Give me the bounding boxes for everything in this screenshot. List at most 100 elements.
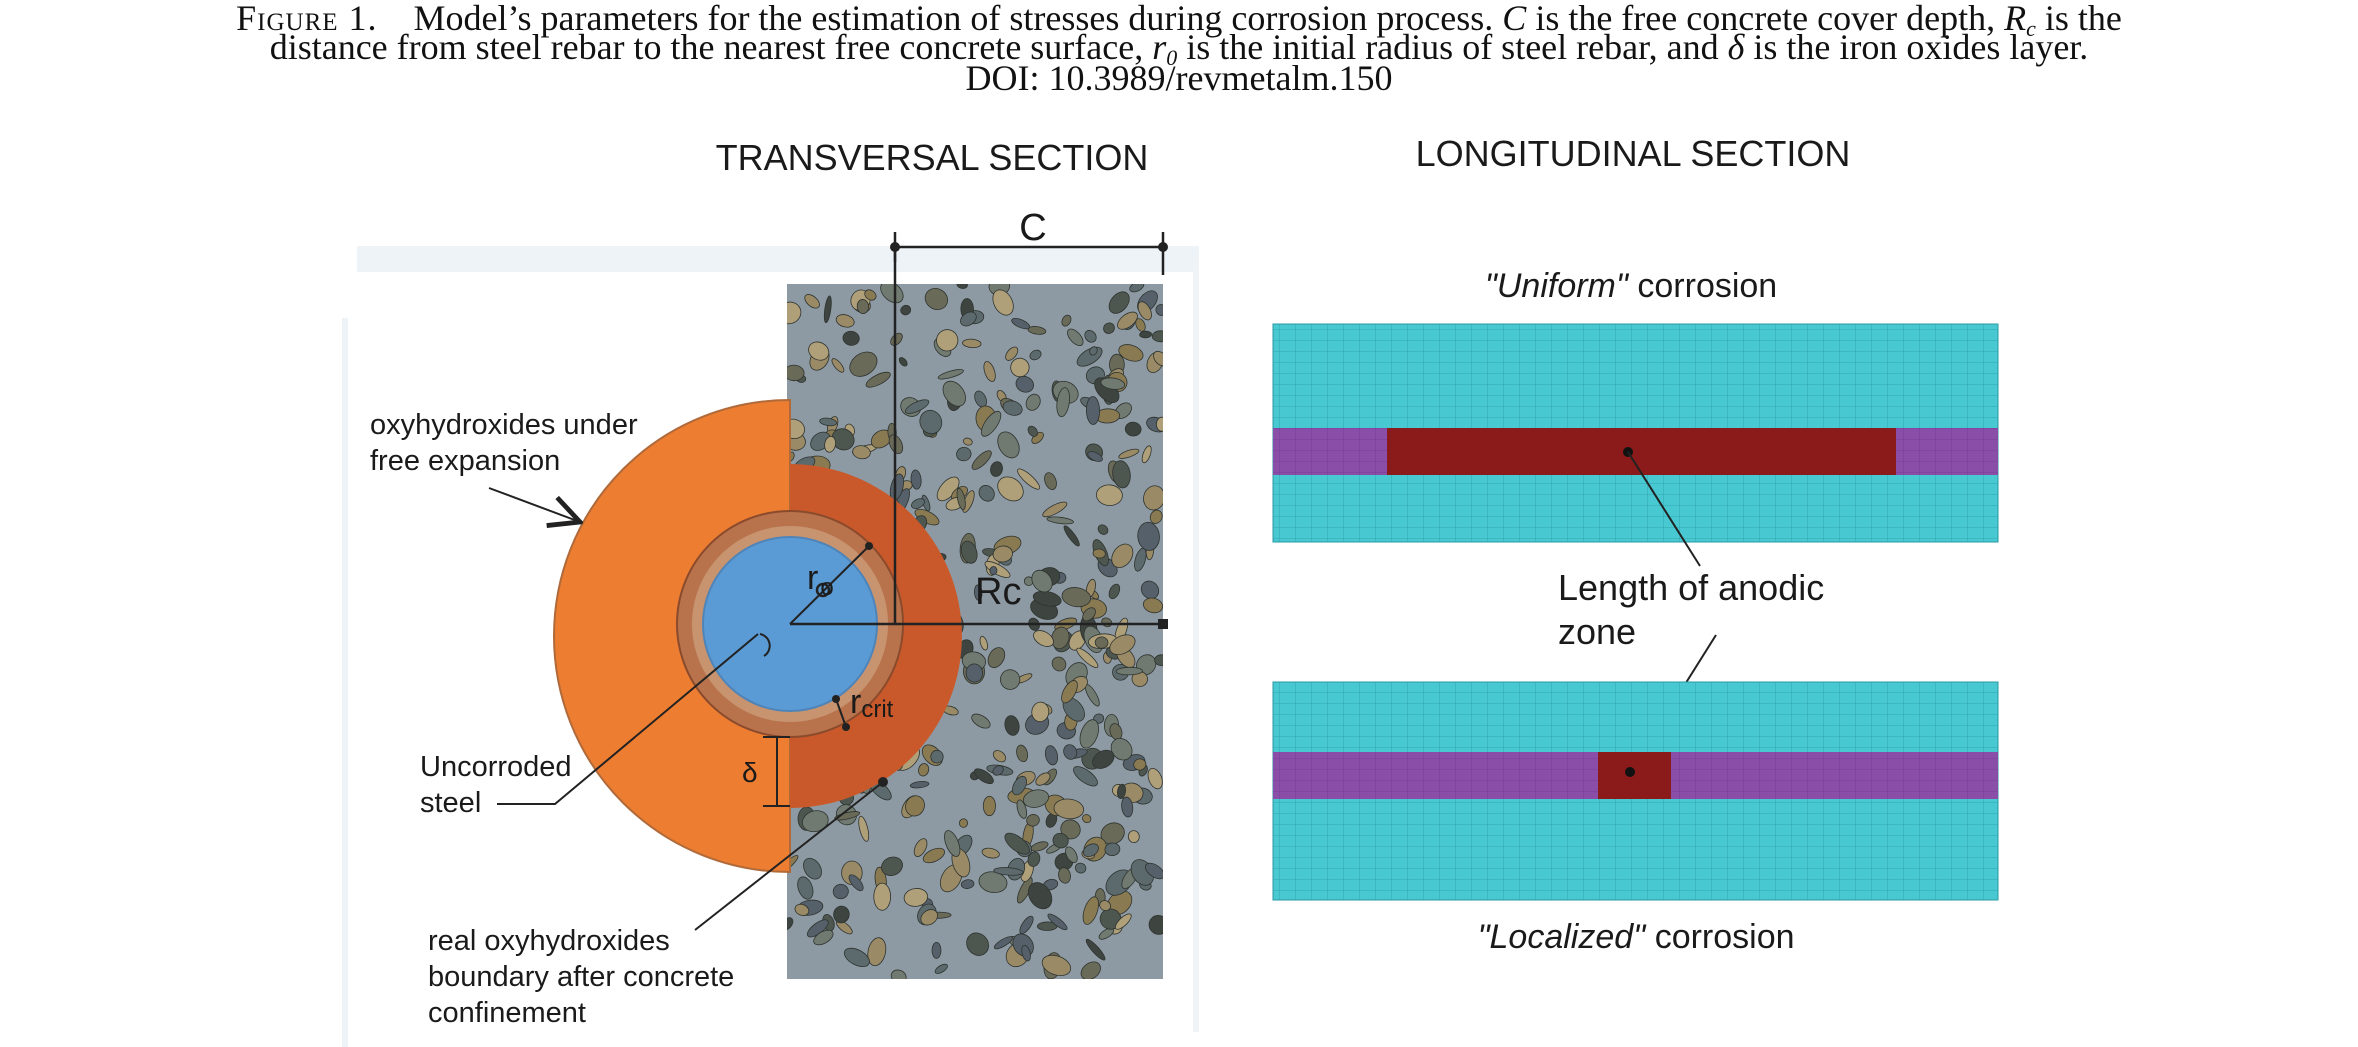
aggregate-stone (1002, 400, 1023, 416)
real-boundary-dot (878, 777, 888, 787)
longitudinal-section-title: LONGITUDINAL SECTION (1416, 133, 1851, 174)
aggregate-stone (920, 909, 938, 926)
label-rcrit-main: r (850, 683, 861, 721)
aggregate-stone (1027, 882, 1053, 910)
aggregate-stone (1016, 744, 1029, 763)
aggregate-stone (848, 874, 864, 892)
r0-radius-line (789, 545, 870, 625)
aggregate-stone (824, 435, 836, 453)
label-c: C (1019, 207, 1046, 249)
aggregate-stone (987, 647, 1006, 669)
aggregate-stone (965, 663, 984, 683)
r0-origin (815, 582, 831, 598)
aggregate-stone (1031, 569, 1053, 593)
aggregate-stone (808, 341, 830, 361)
aggregate-stone (787, 364, 805, 382)
aggregate-stone (1005, 346, 1019, 361)
aggregate-stone (989, 566, 998, 576)
label-rcrit: rcrit (850, 683, 894, 723)
aggregate-stone (787, 917, 794, 931)
aggregate-stone (993, 936, 1013, 950)
aggregate-stone (904, 399, 930, 414)
aggregate-stone (992, 545, 1013, 563)
aggregate-stone (1100, 377, 1126, 390)
aggregate-stone (1149, 509, 1163, 524)
aggregate-stone (1111, 543, 1134, 568)
aggregate-stone (960, 311, 977, 327)
aggregate-stone (931, 942, 942, 959)
aggregate-stone (997, 476, 1024, 502)
aggregate-stone (1137, 301, 1152, 321)
aggregate-stone (1044, 745, 1059, 766)
symbol-c: C (1502, 0, 1527, 38)
aggregate-stone (1084, 329, 1097, 343)
aggregate-stone (1155, 416, 1163, 432)
aggregate-stone (1076, 647, 1099, 669)
aggregate-stone (956, 488, 966, 511)
aggregate-stone (1118, 448, 1140, 459)
label-r0-main: r (807, 559, 818, 597)
annotation-free-expansion-line1: oxyhydroxides under (370, 409, 638, 441)
aggregate-stone (1063, 525, 1080, 547)
aggregate-stone (867, 937, 887, 967)
aggregate-stone (880, 284, 904, 304)
aggregate-stone (1073, 766, 1098, 787)
localized-anodic-dot (1625, 767, 1635, 777)
aggregate-stone (913, 838, 928, 857)
aggregate-stone (1087, 451, 1103, 462)
aggregate-stone (833, 905, 850, 924)
aggregate-stone (1017, 468, 1041, 490)
aggregate-stone (1046, 516, 1074, 525)
aggregate-stone (842, 330, 860, 346)
aggregate-stone (813, 929, 834, 946)
aggregate-stone (1142, 597, 1163, 614)
aggregate-stone (1094, 636, 1109, 649)
aggregate-stone (1133, 758, 1147, 771)
anodic-zone-label: Length of anodic zone (1558, 567, 1834, 652)
aggregate-stone (993, 867, 1024, 876)
aggregate-stone (937, 369, 964, 380)
aggregate-stone (834, 811, 861, 821)
aggregate-stone (787, 301, 802, 325)
transversal-section: C Rc ro rcrit δ oxyhydroxides under (342, 207, 1199, 1047)
aggregate-stone (856, 299, 870, 314)
caption-text: is the initial radius of steel rebar, an… (1186, 27, 1719, 67)
annotation-real-boundary-line3: confinement (428, 997, 586, 1029)
caption-text: is the iron oxides layer. (1753, 27, 2089, 67)
aggregate-stone (1067, 328, 1084, 347)
aggregate-stone (1058, 867, 1071, 884)
aggregate-stone (1112, 460, 1131, 489)
localized-corrosion-label: "Localized" corrosion (1477, 918, 1794, 956)
aggregate-stone (1109, 634, 1136, 655)
aggregate-stone (1061, 680, 1078, 704)
aggregate-stone (1097, 524, 1109, 535)
aggregate-stone (1082, 843, 1099, 857)
aggregate-stone (962, 437, 973, 446)
aggregate-stone (1104, 842, 1121, 857)
aggregate-stone (1051, 626, 1070, 650)
aggregate-stone (944, 830, 961, 857)
aggregate-stone (1029, 349, 1042, 361)
aggregate-stone (919, 409, 943, 435)
aggregate-stone (849, 351, 878, 377)
aggregate-stone (910, 469, 922, 490)
aggregate-stone (852, 445, 871, 460)
transversal-frame-left (342, 318, 348, 1047)
transversal-frame-top (357, 246, 1199, 272)
aggregate-stone (1027, 326, 1047, 335)
symbol-rc-sub: c (2026, 16, 2036, 41)
figure-label: Figure 1. (236, 0, 378, 38)
aggregate-stone (794, 903, 810, 916)
aggregate-stone (1021, 945, 1031, 962)
aggregate-stone (1145, 862, 1163, 880)
rcrit-dot-1 (832, 695, 840, 703)
aggregate-stone (1140, 580, 1160, 600)
symbol-rc-main: R (2004, 0, 2027, 38)
annotation-uncorroded-steel-line2: steel (420, 787, 481, 819)
aggregate-stone (1080, 961, 1101, 979)
c-dimension-dot-right (1158, 242, 1168, 252)
aggregate-stone (1129, 284, 1145, 293)
aggregate-stone (1027, 851, 1041, 867)
aggregate-stone (881, 856, 903, 876)
caption-line-1: Figure 1. Model’s parameters for the est… (0, 0, 2358, 40)
